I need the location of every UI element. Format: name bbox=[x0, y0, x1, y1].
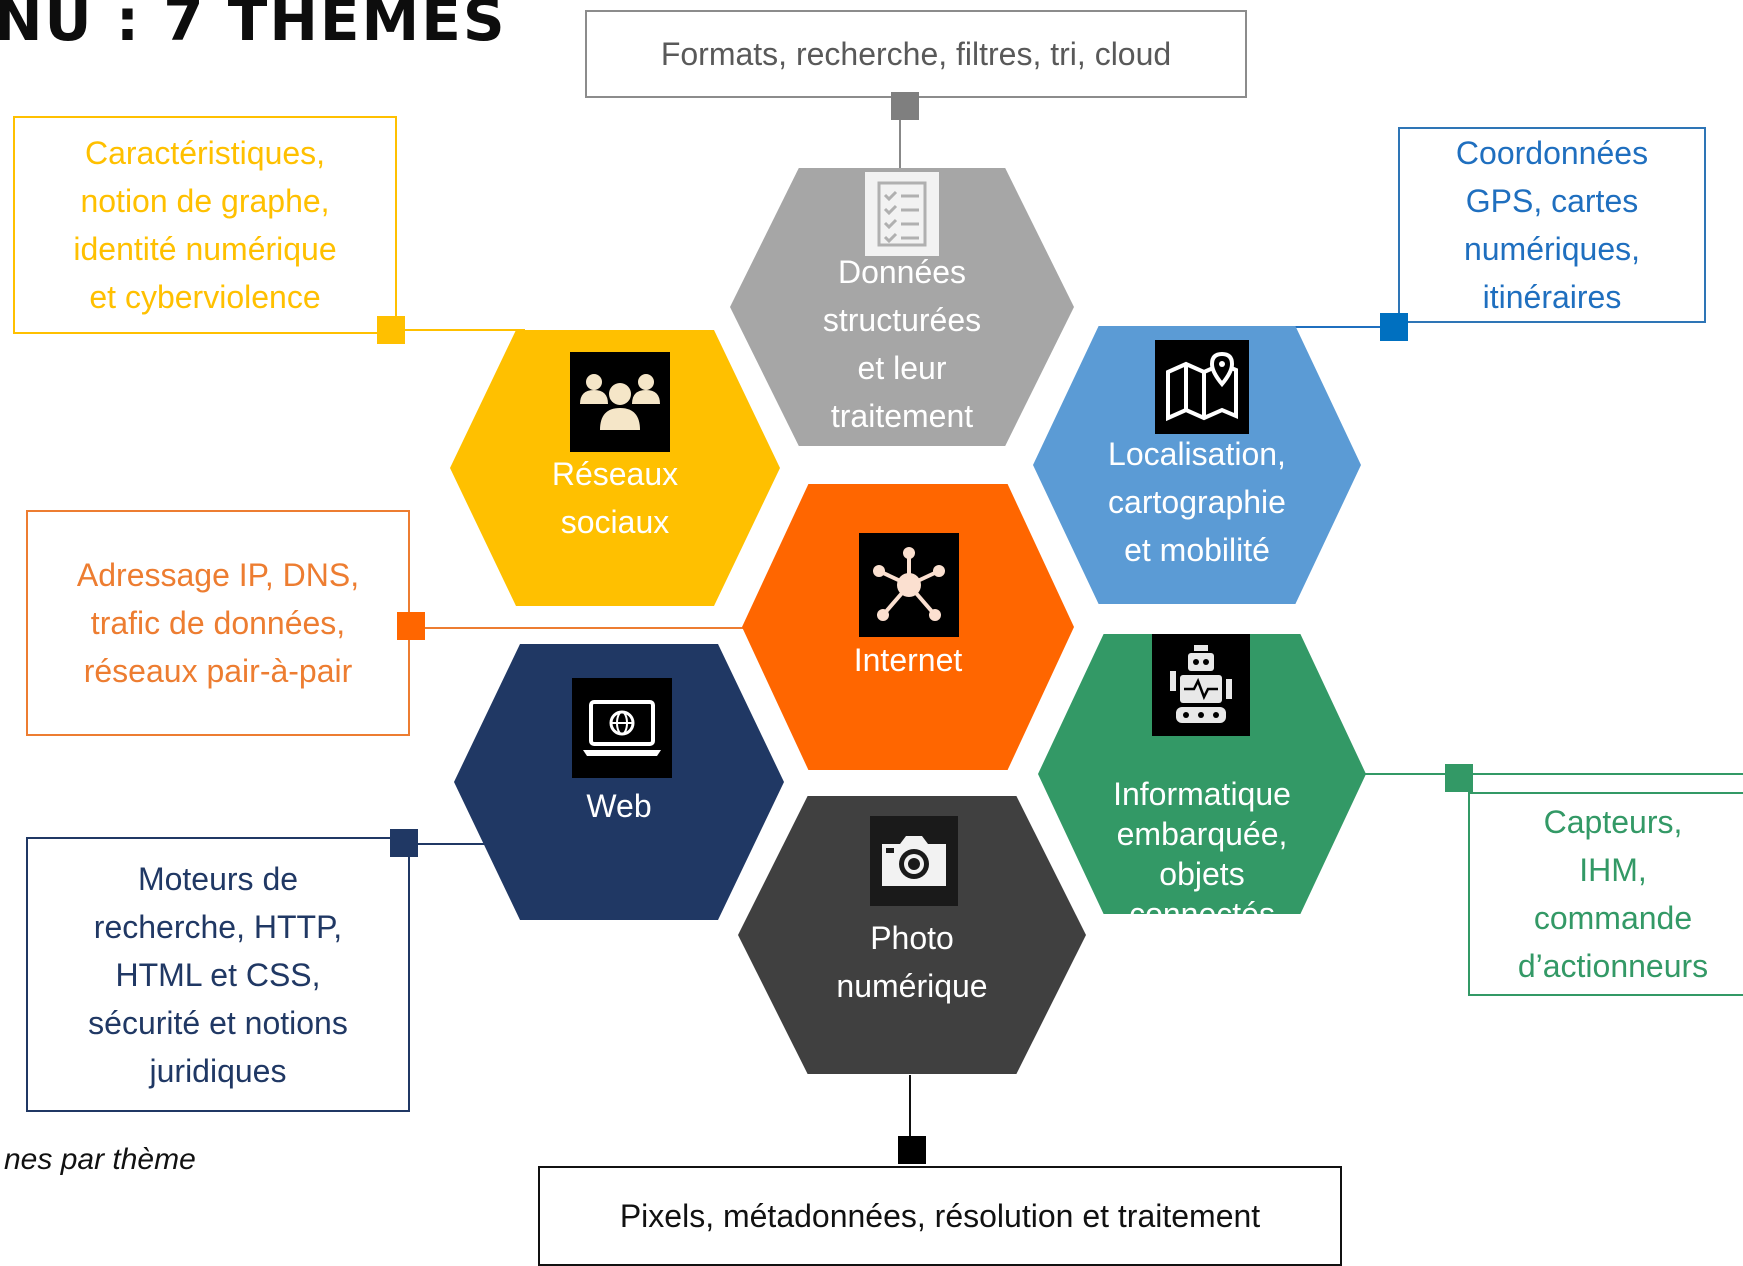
hex-reseaux-label: Réseaux sociaux bbox=[551, 456, 679, 540]
note-internet-text: Adressage IP, DNS, trafic de données, ré… bbox=[76, 557, 360, 689]
network-hub-icon bbox=[873, 547, 945, 621]
note-reseaux: Caractéristiques, notion de graphe, iden… bbox=[13, 116, 397, 334]
note-photo: Pixels, métadonnées, résolution et trait… bbox=[538, 1166, 1342, 1266]
icon-box-localisation bbox=[1155, 340, 1249, 434]
hex-photo: Photo numérique bbox=[738, 796, 1086, 1074]
people-group-icon bbox=[580, 374, 660, 430]
hex-web-label: Web bbox=[586, 788, 652, 824]
connector-square-localisation bbox=[1380, 313, 1408, 341]
footnote: nes par thème bbox=[4, 1143, 196, 1176]
icon-box-web bbox=[572, 678, 672, 778]
hex-informatique-label-text: Informatique embarquée, objets connectés bbox=[1113, 776, 1291, 932]
connector-square-internet bbox=[397, 612, 425, 640]
connector-square-photo bbox=[898, 1136, 926, 1164]
hex-localisation-label: Localisation, cartographie et mobilité bbox=[1108, 436, 1286, 568]
connector-square-reseaux bbox=[377, 316, 405, 344]
connector-square-informatique bbox=[1445, 764, 1473, 792]
note-donnees-text: Formats, recherche, filtres, tri, cloud bbox=[660, 36, 1172, 72]
note-informatique-text: Capteurs, IHM, commande d’actionneurs bbox=[1517, 804, 1709, 984]
icon-box-reseaux bbox=[570, 352, 670, 452]
icon-box-donnees bbox=[865, 172, 939, 256]
page-title: NU : 7 THEMES bbox=[0, 0, 507, 54]
hex-internet-label: Internet bbox=[853, 642, 963, 678]
hex-informatique: Informatique embarquée, objets connectés bbox=[1038, 634, 1366, 914]
hex-photo-label: Photo numérique bbox=[836, 920, 988, 1004]
note-localisation: Coordonnées GPS, cartes numériques, itin… bbox=[1398, 127, 1706, 323]
note-informatique: Capteurs, IHM, commande d’actionneurs bbox=[1468, 792, 1743, 996]
icon-box-photo bbox=[870, 816, 958, 906]
hex-donnees: Données structurées et leur traitement bbox=[730, 168, 1074, 446]
hex-donnees-label: Données structurées et leur traitement bbox=[822, 254, 982, 434]
hex-web: Web bbox=[454, 644, 784, 920]
hex-reseaux: Réseaux sociaux bbox=[450, 330, 780, 606]
note-photo-text: Pixels, métadonnées, résolution et trait… bbox=[619, 1198, 1261, 1234]
hex-internet: Internet bbox=[742, 484, 1074, 770]
note-web: Moteurs de recherche, HTTP, HTML et CSS,… bbox=[26, 837, 410, 1112]
connector-square-web bbox=[390, 829, 418, 857]
note-localisation-text: Coordonnées GPS, cartes numériques, itin… bbox=[1455, 135, 1649, 315]
hex-informatique-label: Informatique embarquée, objets connectés bbox=[1038, 734, 1366, 932]
hex-localisation: Localisation, cartographie et mobilité bbox=[1033, 326, 1361, 604]
camera-icon bbox=[882, 836, 946, 886]
note-internet: Adressage IP, DNS, trafic de données, ré… bbox=[26, 510, 410, 736]
note-donnees: Formats, recherche, filtres, tri, cloud bbox=[585, 10, 1247, 98]
icon-box-informatique bbox=[1152, 634, 1250, 736]
note-reseaux-text: Caractéristiques, notion de graphe, iden… bbox=[73, 135, 337, 315]
icon-box-internet bbox=[859, 533, 959, 637]
note-web-text: Moteurs de recherche, HTTP, HTML et CSS,… bbox=[88, 860, 348, 1089]
map-pin-icon bbox=[1166, 352, 1238, 422]
robot-icon bbox=[1170, 645, 1232, 723]
connector-square-donnees bbox=[891, 92, 919, 120]
laptop-globe-icon bbox=[583, 700, 661, 756]
checklist-icon bbox=[877, 181, 927, 247]
